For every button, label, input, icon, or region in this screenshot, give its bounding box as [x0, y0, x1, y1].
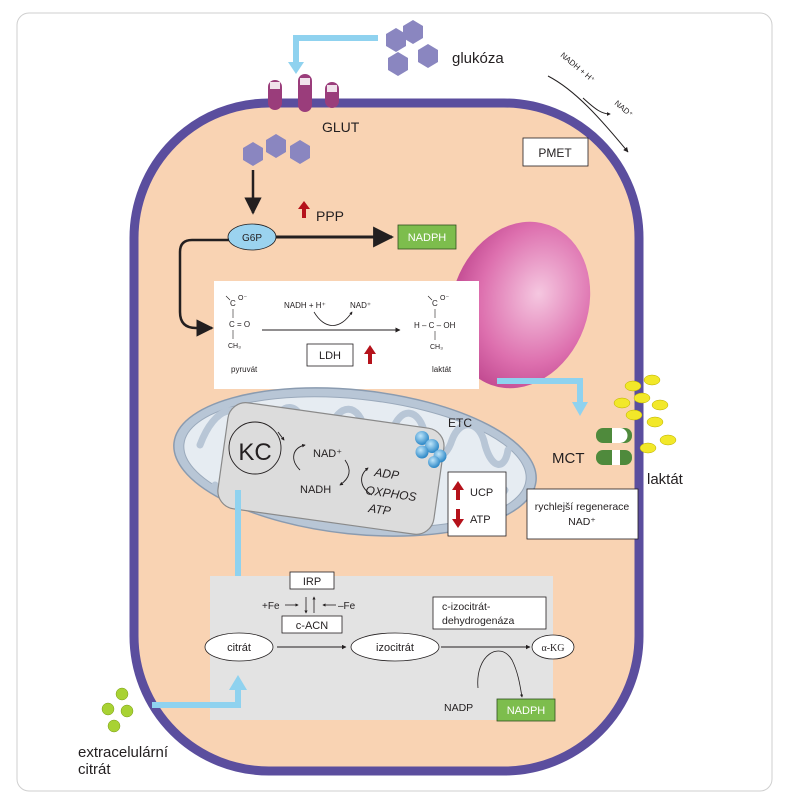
- ucp-up-arrow: [452, 481, 464, 500]
- lactate-export-arrowhead: [572, 402, 588, 416]
- pmet-label: PMET: [538, 146, 572, 160]
- kc-label: KC: [238, 439, 271, 466]
- mct-label: MCT: [552, 450, 585, 467]
- idh-line2: dehydrogenáza: [442, 615, 515, 627]
- ucp-label: UCP: [470, 487, 493, 499]
- pmet-curve: [582, 97, 611, 116]
- oxphos-arrow: [361, 467, 373, 496]
- nadp-curve-arrow: [477, 650, 524, 698]
- lactate-molecules: [613, 374, 677, 454]
- regeneration-box: [526, 488, 639, 540]
- glut-label: GLUT: [322, 119, 360, 135]
- minus-fe-label: –Fe: [338, 601, 356, 612]
- irp-box: [289, 571, 335, 590]
- nad-mito-label: NAD⁺: [313, 448, 342, 460]
- glucose-hexagon: [388, 52, 408, 76]
- nadp-label: NADP: [444, 702, 473, 714]
- nadph-bottom-label: NADPH: [507, 705, 546, 717]
- nadph-top-label: NADPH: [408, 232, 447, 244]
- glucose-hexagon: [403, 20, 423, 44]
- mct-transporter: [596, 428, 632, 465]
- ppp-up-arrow: [298, 201, 310, 218]
- ppp-label: PPP: [316, 208, 344, 224]
- glucose-inside: [243, 134, 310, 166]
- glucose-hexagon: [290, 140, 310, 164]
- regen-line1: rychlejší regenerace: [535, 501, 630, 513]
- citrate-node: [204, 632, 274, 662]
- citrate-import-arrowhead: [229, 675, 247, 690]
- akg-label: α-KG: [541, 643, 564, 654]
- lactate-structure: C O⁻ H – C – OH CH₃: [414, 295, 456, 351]
- lactate-carboxylate: O⁻: [440, 295, 449, 302]
- lactate-methyl: CH₃: [430, 344, 443, 351]
- citrate-import-arrow: [152, 688, 241, 708]
- citrate-label: citrát: [227, 642, 251, 654]
- lactate-box-label: laktát: [432, 365, 452, 374]
- ucp-atp-box: [447, 471, 507, 537]
- ldh-up-arrow: [364, 345, 376, 364]
- atp-down-arrow: [452, 509, 464, 528]
- pyruvate-label: pyruvát: [231, 365, 258, 374]
- glucose-label: glukóza: [452, 50, 504, 67]
- glucose-uptake-arrow: [293, 35, 378, 64]
- pyruvate-methyl: CH₃: [228, 343, 241, 350]
- idh-box: [432, 596, 547, 630]
- ldh-label: LDH: [319, 350, 341, 362]
- ldh-cofactor-curve: [313, 311, 353, 326]
- plus-fe-label: +Fe: [262, 601, 280, 612]
- atp-mito-label: ATP: [367, 501, 392, 518]
- krebs-panel: [217, 402, 445, 535]
- krebs-cycle-circle: [228, 421, 282, 475]
- atp-box-label: ATP: [470, 514, 491, 526]
- pink-vesicle: [449, 221, 591, 389]
- regen-line2: NAD⁺: [568, 516, 596, 528]
- glucose-hexagon: [243, 142, 263, 166]
- glut-transporters: [268, 74, 339, 112]
- extracellular-line1: extracelulární: [78, 744, 169, 761]
- pyruvate-carboxylate: O⁻: [238, 295, 247, 302]
- nadph-top-box: [397, 224, 457, 250]
- adp-label: ADP: [373, 465, 400, 482]
- lactate-hydroxyl: H – C – OH: [414, 321, 456, 330]
- pmet-box: [522, 137, 589, 167]
- nad-cycle-arrow: [293, 443, 306, 471]
- c-acn-label: c-ACN: [296, 620, 328, 632]
- akg-node: [531, 634, 575, 660]
- etc-complex: [415, 431, 447, 468]
- lactate-out-label: laktát: [647, 471, 684, 488]
- ldh-nad-label: NAD⁺: [350, 301, 371, 310]
- glucose-molecules: [386, 20, 438, 76]
- etc-label: ETC: [448, 416, 472, 430]
- g6p-label: G6P: [242, 233, 262, 244]
- pyruvate-structure: C O⁻ C = O CH₃: [225, 295, 250, 350]
- glucose-uptake-arrowhead: [288, 62, 304, 74]
- c-acn-box: [281, 615, 343, 634]
- nadh-mito-label: NADH: [300, 484, 331, 496]
- nadph-bottom-box: [496, 698, 556, 722]
- pyruvate-ketone: C = O: [229, 320, 250, 329]
- glycolysis-arrow: [178, 238, 229, 337]
- nad-cycle-arrow-2: [339, 459, 350, 486]
- ldh-box: [306, 343, 354, 367]
- glucose-hexagon: [386, 28, 406, 52]
- isocitrate-node: [350, 632, 440, 662]
- ldh-nadh-label: NADH + H⁺: [284, 301, 326, 310]
- svg-text:C: C: [432, 299, 438, 308]
- glucose-hexagon: [418, 44, 438, 68]
- pmet-line: [547, 75, 629, 153]
- extracellular-line2: citrát: [78, 761, 111, 778]
- extracellular-citrate-molecules: [101, 687, 134, 733]
- isocitrate-label: izocitrát: [376, 642, 414, 654]
- irp-label: IRP: [303, 576, 321, 588]
- lactate-export-arrow: [497, 378, 583, 404]
- idh-line1: c-izocitrát-: [442, 601, 491, 613]
- svg-text:C: C: [230, 299, 236, 308]
- glucose-hexagon: [266, 134, 286, 158]
